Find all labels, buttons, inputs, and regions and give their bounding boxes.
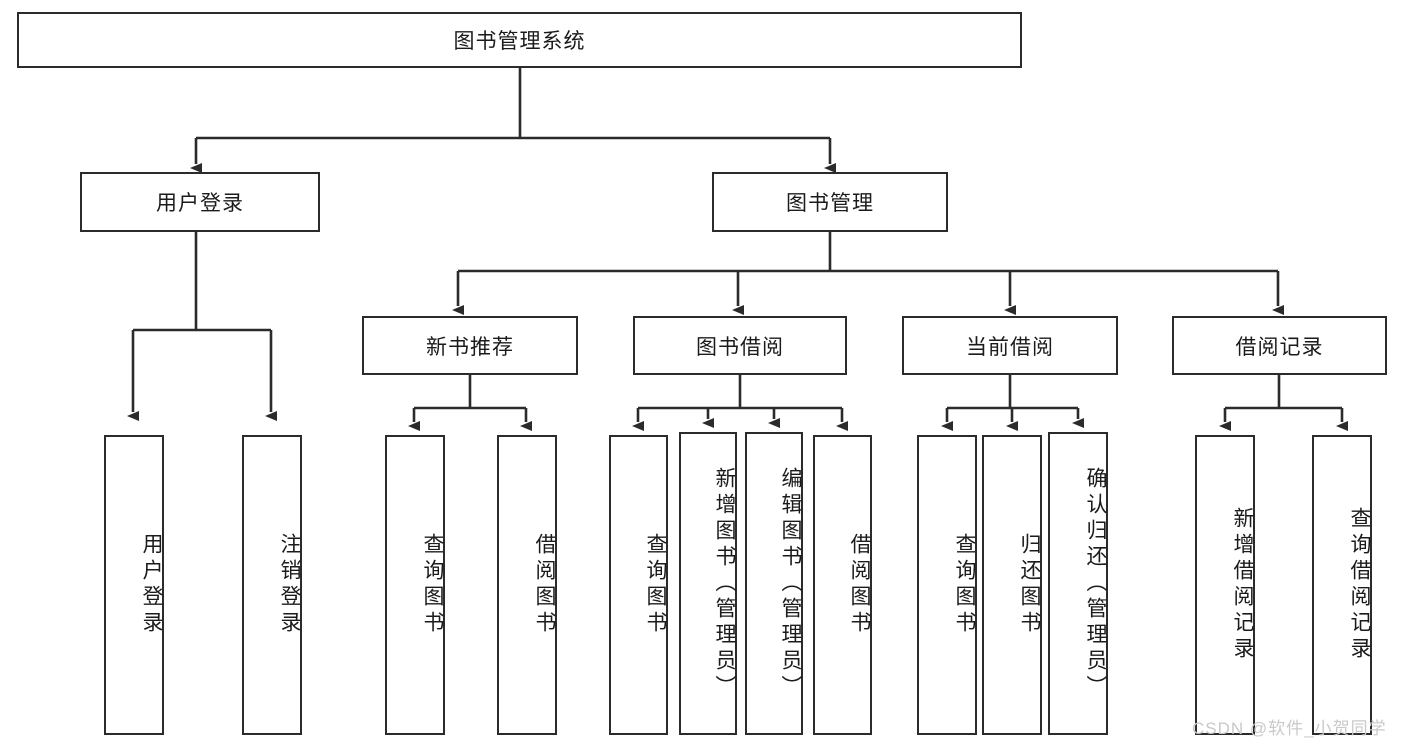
node-label: 当前借阅 — [966, 335, 1054, 359]
node-root-book-management-system[interactable]: 图书管理系统 — [17, 12, 1022, 68]
leaf-edit-book-admin[interactable]: 编辑图书（管理员） — [745, 432, 803, 735]
node-label: 注销登录 — [278, 533, 301, 637]
node-user-login[interactable]: 用户登录 — [80, 172, 320, 232]
node-new-book-recommend[interactable]: 新书推荐 — [362, 316, 578, 375]
leaf-return-book[interactable]: 归还图书 — [982, 435, 1042, 735]
node-label: 图书借阅 — [696, 335, 784, 359]
node-label: 用户登录 — [140, 533, 163, 637]
leaf-query-borrow-record[interactable]: 查询借阅记录 — [1312, 435, 1372, 735]
node-label: 归还图书 — [1018, 533, 1041, 637]
leaf-logout[interactable]: 注销登录 — [242, 435, 302, 735]
node-label: 图书管理系统 — [453, 30, 586, 53]
node-book-borrow[interactable]: 图书借阅 — [633, 316, 847, 375]
leaf-query-book-borrow[interactable]: 查询图书 — [609, 435, 668, 735]
leaf-add-book-admin[interactable]: 新增图书（管理员） — [679, 432, 737, 735]
node-label: 借阅记录 — [1235, 335, 1324, 359]
leaf-query-book-recommend[interactable]: 查询图书 — [385, 435, 445, 735]
node-label: 图书管理 — [786, 192, 874, 215]
leaf-confirm-return-admin[interactable]: 确认归还（管理员） — [1048, 432, 1108, 735]
node-label: 借阅图书 — [533, 533, 556, 637]
node-label: 查询图书 — [644, 533, 667, 637]
node-label: 新增借阅记录 — [1231, 507, 1254, 663]
node-label: 确认归还（管理员） — [1084, 466, 1107, 701]
node-label: 用户登录 — [156, 192, 244, 215]
node-label: 新增图书（管理员） — [713, 466, 736, 701]
node-label: 编辑图书（管理员） — [779, 466, 802, 701]
node-label: 查询图书 — [953, 533, 976, 637]
leaf-add-borrow-record[interactable]: 新增借阅记录 — [1195, 435, 1255, 735]
leaf-borrow-book-recommend[interactable]: 借阅图书 — [497, 435, 557, 735]
leaf-query-book-current[interactable]: 查询图书 — [917, 435, 977, 735]
node-label: 借阅图书 — [848, 533, 871, 637]
node-label: 新书推荐 — [426, 335, 514, 359]
node-current-borrow[interactable]: 当前借阅 — [902, 316, 1118, 375]
csdn-watermark: CSDN @软件_小贺同学 — [1192, 719, 1387, 738]
node-label: 查询图书 — [421, 533, 444, 637]
node-book-management[interactable]: 图书管理 — [712, 172, 948, 232]
leaf-borrow-book[interactable]: 借阅图书 — [813, 435, 872, 735]
node-borrow-record[interactable]: 借阅记录 — [1172, 316, 1387, 375]
leaf-user-login[interactable]: 用户登录 — [104, 435, 164, 735]
node-label: 查询借阅记录 — [1348, 507, 1371, 663]
